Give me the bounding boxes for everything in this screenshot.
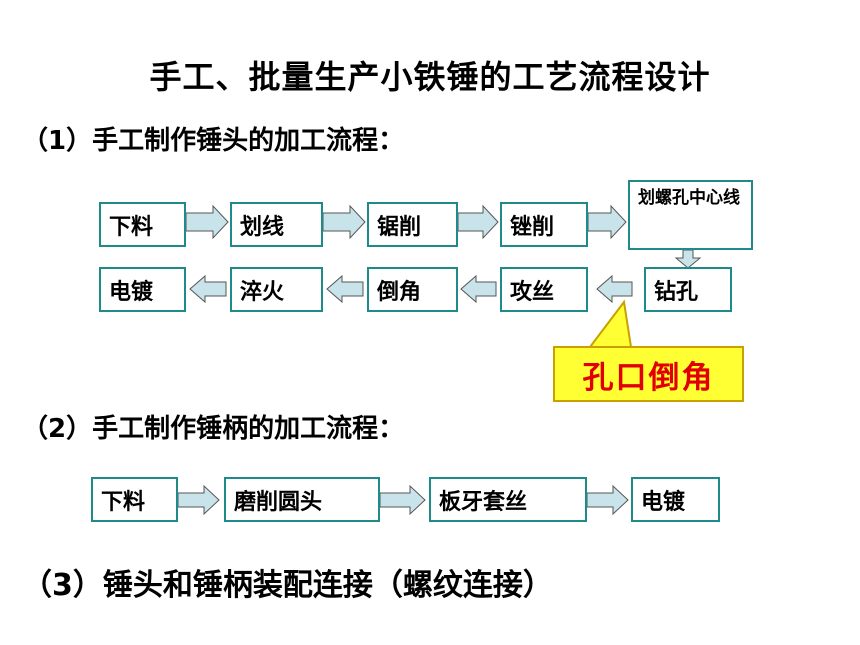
handle-step-electroplating: 电镀 (631, 477, 720, 522)
arrow-right-icon (322, 204, 366, 240)
arrow-left-icon (326, 274, 364, 304)
step-electroplating: 电镀 (99, 267, 186, 312)
arrow-right-icon (457, 204, 499, 240)
step-mark-hole-center: 划螺孔中心线 (628, 180, 753, 250)
arrow-right-icon (185, 204, 229, 240)
arrow-right-icon (379, 484, 426, 516)
arrow-left-icon (460, 274, 497, 304)
callout-hole-chamfer: 孔口倒角 (553, 346, 744, 402)
section-hammer-head-heading: （1）手工制作锤头的加工流程： (22, 126, 405, 156)
arrow-down-icon (674, 249, 702, 269)
step-quenching: 淬火 (230, 267, 323, 312)
step-sawing: 锯削 (367, 202, 458, 247)
step-cutting: 下料 (99, 202, 186, 247)
page-title: 手工、批量生产小铁锤的工艺流程设计 (149, 58, 711, 96)
arrow-right-icon (586, 484, 629, 516)
step-chamfering: 倒角 (367, 267, 458, 312)
step-tapping: 攻丝 (500, 267, 588, 312)
arrow-left-icon (596, 274, 633, 304)
step-filing: 锉削 (500, 202, 588, 247)
step-drilling: 钻孔 (644, 267, 732, 312)
handle-step-grinding-head: 磨削圆头 (224, 477, 380, 522)
arrow-left-icon (189, 274, 227, 304)
arrow-right-icon (177, 484, 220, 516)
callout-pointer (587, 299, 633, 348)
handle-step-cutting: 下料 (91, 477, 178, 522)
step-marking: 划线 (230, 202, 323, 247)
handle-step-die-threading: 板牙套丝 (429, 477, 587, 522)
section-hammer-handle-heading: （2）手工制作锤柄的加工流程： (22, 414, 405, 444)
section-assembly-heading: （3）锤头和锤柄装配连接（螺纹连接） (22, 568, 553, 603)
arrow-right-icon (587, 204, 627, 240)
